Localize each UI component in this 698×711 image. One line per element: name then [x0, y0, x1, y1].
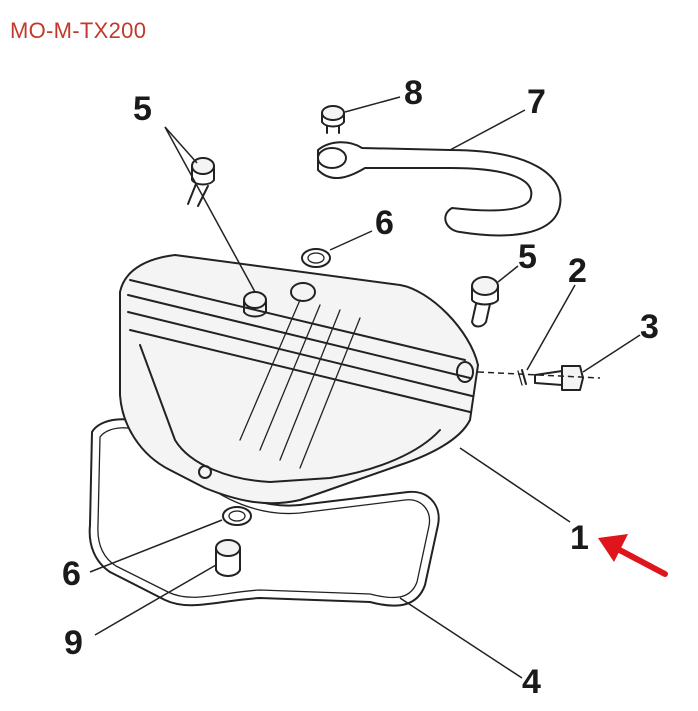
head-cover-inner-edge — [139, 344, 441, 483]
head-cover-mount-hole — [198, 465, 212, 479]
leader-9 — [94, 564, 217, 636]
callout-3: 3 — [640, 308, 659, 346]
head-cover-fin-1 — [129, 279, 466, 361]
leader-shaft-dash — [477, 371, 601, 379]
bolt-part-5-upper-left — [187, 157, 215, 207]
head-cover-rib-4 — [299, 317, 361, 469]
head-cover-rib-3 — [279, 309, 341, 461]
leader-5-upper-b — [164, 126, 256, 293]
leader-5-upper-a — [164, 126, 198, 164]
breather-hose-part-7 — [317, 141, 562, 237]
oring-part-6-lower-inner — [228, 510, 246, 522]
head-cover-rib-1 — [239, 299, 301, 441]
oring-part-6-upper — [301, 248, 331, 268]
callout-8: 8 — [404, 74, 423, 112]
washer-part-2 — [521, 369, 527, 385]
callout-7: 7 — [527, 83, 546, 121]
callout-6-lower: 6 — [62, 555, 81, 593]
leader-1 — [459, 447, 571, 523]
head-cover-fin-2 — [127, 294, 471, 379]
leader-7 — [449, 109, 526, 151]
head-cover-top-port — [290, 282, 316, 302]
oring-part-6-lower — [222, 506, 252, 526]
plug-part-9 — [215, 539, 241, 577]
callout-2: 2 — [568, 252, 587, 290]
oring-part-6-upper-inner — [307, 252, 325, 264]
model-code-label: MO-M-TX200 — [10, 18, 147, 43]
leader-2 — [526, 284, 576, 371]
head-cover-fin-4 — [129, 329, 471, 413]
hose-fitting — [317, 147, 347, 169]
leader-6-upper — [329, 230, 373, 251]
bolt-part-8 — [321, 105, 345, 134]
head-cover-part-1 — [119, 254, 479, 505]
head-cover-side-port — [456, 361, 474, 383]
leader-8 — [344, 96, 401, 113]
callout-4: 4 — [522, 663, 541, 701]
red-arrow-icon — [598, 534, 668, 577]
callout-9: 9 — [64, 624, 83, 662]
leader-5-right — [497, 265, 519, 283]
callout-5-right: 5 — [518, 238, 537, 276]
leader-4 — [399, 597, 523, 679]
bolt-part-3 — [534, 365, 584, 391]
callout-5-upper: 5 — [133, 90, 152, 128]
washer-part-2-edge — [517, 370, 523, 386]
leader-3 — [582, 334, 641, 373]
bolt-part-5-right — [471, 276, 499, 328]
callout-1: 1 — [570, 519, 589, 557]
callout-6-upper: 6 — [375, 204, 394, 242]
leader-6-lower — [89, 519, 223, 573]
head-cover-rib-2 — [259, 304, 321, 451]
